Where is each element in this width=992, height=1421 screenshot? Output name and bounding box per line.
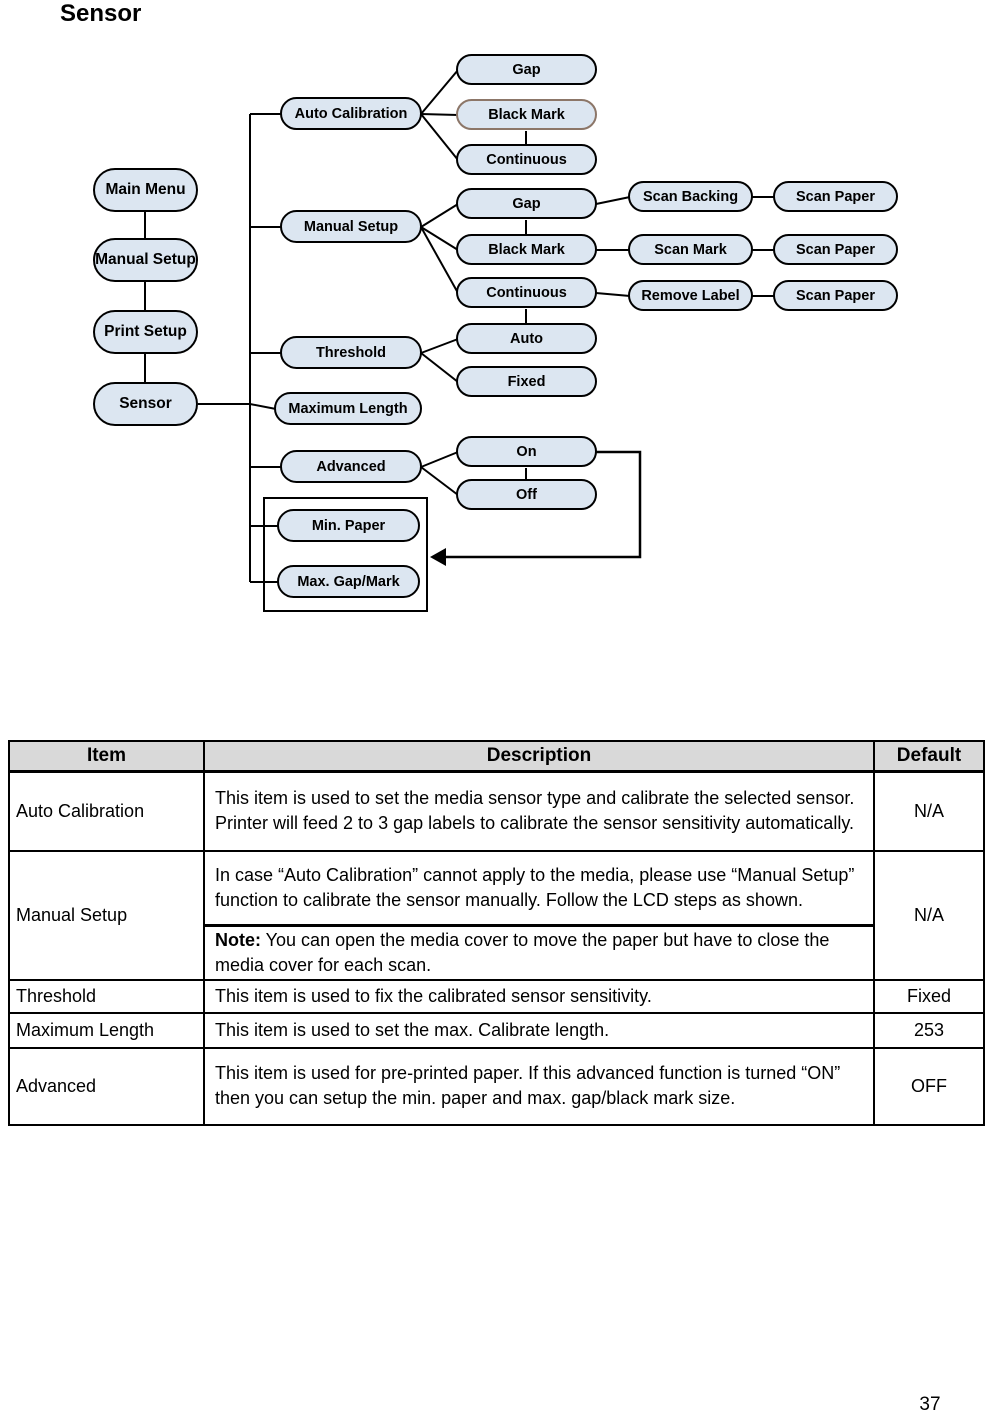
node-advanced: Advanced xyxy=(280,450,422,483)
connector-lines xyxy=(144,69,775,583)
node-maximum-length: Maximum Length xyxy=(274,392,422,425)
page-title: Sensor xyxy=(60,0,142,27)
node-ac-gap: Gap xyxy=(456,54,597,85)
node-ms-gap: Gap xyxy=(456,188,597,219)
sensor-settings-table: Item Description Default Auto Calibratio… xyxy=(8,740,985,1126)
table-header-default: Default xyxy=(873,740,985,773)
node-manual-setup-root: Manual Setup xyxy=(93,238,198,282)
advanced-settings-box xyxy=(263,497,428,612)
description-manual-setup: In case “Auto Calibration” cannot apply … xyxy=(203,850,875,927)
node-manual-setup: Manual Setup xyxy=(280,210,422,243)
item-maximum-length: Maximum Length xyxy=(8,1011,205,1049)
row-auto-calibration: Auto Calibration This item is used to se… xyxy=(8,770,985,852)
item-manual-setup: Manual Setup xyxy=(8,850,205,981)
note-text: You can open the media cover to move the… xyxy=(215,929,830,975)
description-advanced: This item is used for pre-printed paper.… xyxy=(203,1046,875,1126)
node-ac-continuous: Continuous xyxy=(456,144,597,175)
node-ms-black-mark: Black Mark xyxy=(456,234,597,265)
item-auto-calibration: Auto Calibration xyxy=(8,770,205,852)
description-auto-calibration: This item is used to set the media senso… xyxy=(203,770,875,852)
item-threshold: Threshold xyxy=(8,978,205,1014)
row-manual-setup: Manual Setup In case “Auto Calibration” … xyxy=(8,850,985,981)
row-advanced: Advanced This item is used for pre-print… xyxy=(8,1046,985,1126)
node-max-gap-mark: Max. Gap/Mark xyxy=(277,565,420,598)
node-advanced-off: Off xyxy=(456,479,597,510)
node-scan-backing: Scan Backing xyxy=(628,181,753,212)
table-header-description: Description xyxy=(203,740,875,773)
default-threshold: Fixed xyxy=(873,978,985,1014)
note-manual-setup: Note: You can open the media cover to mo… xyxy=(203,924,875,981)
node-print-setup: Print Setup xyxy=(93,310,198,354)
node-min-paper: Min. Paper xyxy=(277,509,420,542)
node-threshold: Threshold xyxy=(280,336,422,369)
table-header-row: Item Description Default xyxy=(8,740,985,773)
default-manual-setup: N/A xyxy=(873,850,985,981)
sensor-menu-tree-diagram: Main Menu Manual Setup Print Setup Senso… xyxy=(0,30,992,680)
node-remove-label: Remove Label xyxy=(628,280,753,311)
row-threshold: Threshold This item is used to fix the c… xyxy=(8,978,985,1014)
node-scan-paper-2: Scan Paper xyxy=(773,234,898,265)
node-scan-mark: Scan Mark xyxy=(628,234,753,265)
node-scan-paper-3: Scan Paper xyxy=(773,280,898,311)
node-threshold-fixed: Fixed xyxy=(456,366,597,397)
page-number: 37 xyxy=(919,1394,941,1415)
node-threshold-auto: Auto xyxy=(456,323,597,354)
node-sensor: Sensor xyxy=(93,382,198,426)
description-maximum-length: This item is used to set the max. Calibr… xyxy=(203,1011,875,1049)
row-maximum-length: Maximum Length This item is used to set … xyxy=(8,1011,985,1049)
default-advanced: OFF xyxy=(873,1046,985,1126)
node-scan-paper-1: Scan Paper xyxy=(773,181,898,212)
default-auto-calibration: N/A xyxy=(873,770,985,852)
row-manual-setup-note: Note: You can open the media cover to mo… xyxy=(9,924,984,981)
note-label: Note: xyxy=(215,929,261,950)
node-main-menu: Main Menu xyxy=(93,168,198,212)
description-threshold: This item is used to fix the calibrated … xyxy=(203,978,875,1014)
arrow-left-icon xyxy=(430,548,446,566)
node-ms-continuous: Continuous xyxy=(456,277,597,308)
node-ac-black-mark: Black Mark xyxy=(456,99,597,130)
node-advanced-on: On xyxy=(456,436,597,467)
node-auto-calibration: Auto Calibration xyxy=(280,97,422,130)
table-header-item: Item xyxy=(8,740,205,773)
default-maximum-length: 253 xyxy=(873,1011,985,1049)
item-advanced: Advanced xyxy=(8,1046,205,1126)
